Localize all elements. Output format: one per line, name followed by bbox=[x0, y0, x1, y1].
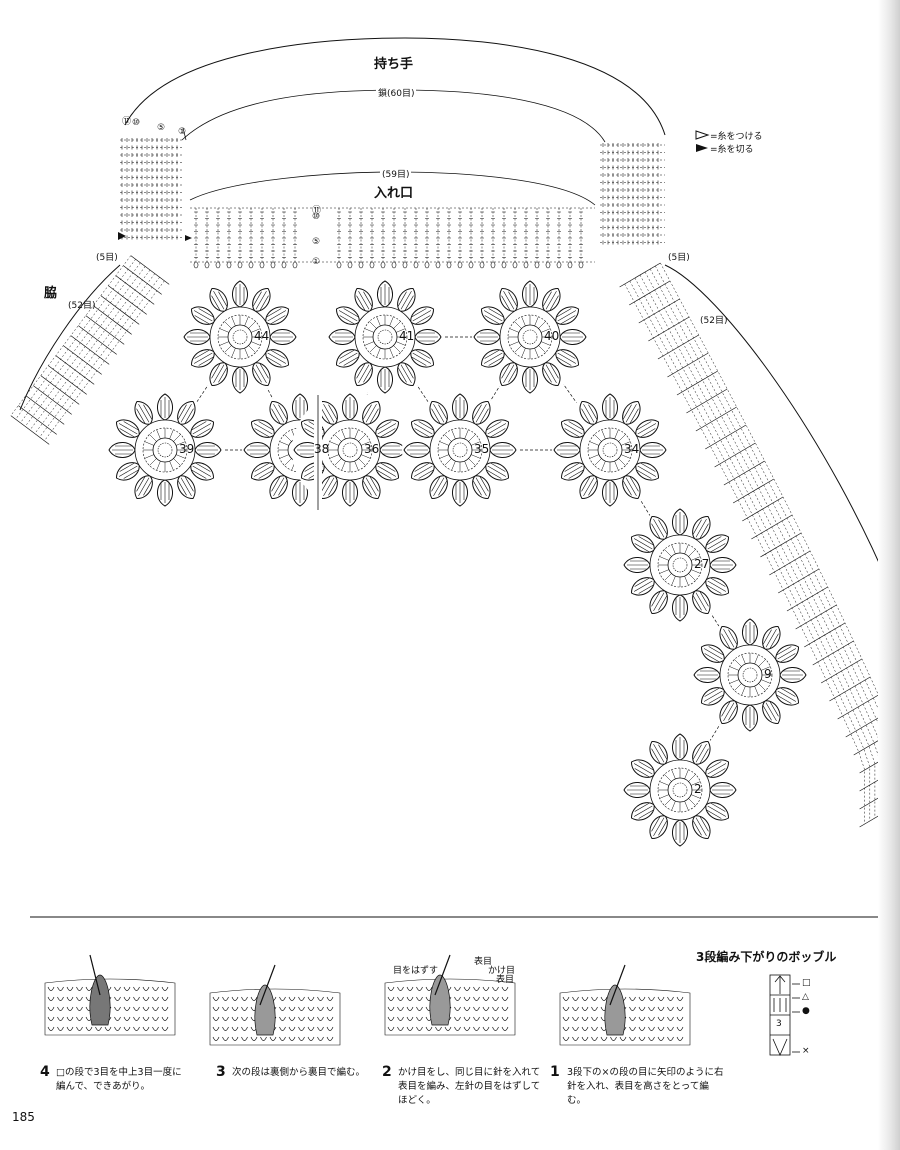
step-1-number: 1 bbox=[550, 1064, 560, 1080]
opening-count-label: (59目) bbox=[380, 167, 412, 180]
legend-cut: =糸を切る bbox=[710, 145, 754, 155]
right-side-line bbox=[664, 264, 896, 601]
step2-yo-label: かけ目 bbox=[488, 966, 516, 976]
row-mark-11: ⑪ bbox=[312, 206, 322, 216]
step-3-number: 3 bbox=[216, 1064, 226, 1080]
step2-knit2-label: 表目 bbox=[496, 975, 515, 985]
symbol-mark-3: 3 bbox=[776, 1019, 782, 1029]
handle-mark-11: ⑪ bbox=[122, 117, 132, 127]
symbol-mark-square: □ bbox=[802, 978, 811, 988]
technique-illustrations bbox=[44, 954, 691, 1046]
side-label: 脇 bbox=[44, 286, 58, 301]
flower-motif bbox=[107, 392, 223, 508]
step-1-text: 3段下の×の段の目に矢印のように右針を入れ、表目を高さをとって編む。 bbox=[567, 1067, 724, 1106]
left-side-band bbox=[10, 255, 170, 445]
left-52-label: (52目) bbox=[68, 301, 96, 311]
motif-number: 35 bbox=[474, 442, 490, 456]
page-number: 185 bbox=[12, 1110, 35, 1124]
motif-number: 40 bbox=[544, 329, 560, 343]
flower-motif bbox=[692, 617, 808, 733]
cut-marker-icon bbox=[118, 232, 126, 240]
step2-knit-label: 表目 bbox=[474, 957, 493, 967]
legend-cut-icon bbox=[696, 144, 708, 152]
motif-number: 39 bbox=[179, 442, 195, 456]
knit-swatch-illustration-3 bbox=[209, 964, 341, 1046]
handle-mark-5: ⑤ bbox=[157, 123, 166, 133]
step-2-text: かけ目をし、同じ目に針を入れて表目を編み、左針の目をはずしてほどく。 bbox=[398, 1067, 541, 1106]
row-mark-5: ⑤ bbox=[312, 237, 321, 247]
left-handle-stitch-block bbox=[120, 138, 182, 240]
flower-motif bbox=[622, 507, 738, 623]
flower-motif bbox=[552, 392, 668, 508]
handle-mark-10: ⑩ bbox=[132, 118, 141, 128]
handle-title: 持ち手 bbox=[374, 57, 414, 72]
right-52-label: (52目) bbox=[700, 316, 728, 326]
step-4-text: □の段で3目を中上3目一度に編んで、できあがり。 bbox=[56, 1067, 182, 1092]
knit-swatch-illustration-1 bbox=[559, 964, 691, 1046]
flower-motif bbox=[327, 279, 443, 395]
motif-number: 34 bbox=[624, 442, 640, 456]
flower-motif bbox=[622, 732, 738, 848]
page-edge-shadow bbox=[878, 0, 900, 1150]
motif-number: 44 bbox=[254, 329, 270, 343]
symbol-mark-dot: ● bbox=[802, 1006, 810, 1016]
knit-swatch-illustration-2 bbox=[384, 954, 516, 1036]
motif-number: 27 bbox=[694, 557, 710, 571]
flower-motif bbox=[472, 279, 588, 395]
right-side-band bbox=[619, 262, 900, 828]
left-5-label: (5目) bbox=[96, 253, 118, 263]
right-5-label: (5目) bbox=[668, 253, 690, 263]
flower-motifs bbox=[107, 279, 808, 848]
handle-outer-arc bbox=[124, 37, 666, 136]
symbol-mark-triangle: △ bbox=[802, 992, 809, 1002]
motif-number: 36 bbox=[364, 442, 380, 456]
handle-mark-1: ① bbox=[178, 127, 187, 137]
motif-number: 9 bbox=[764, 667, 772, 681]
right-handle-stitch-block bbox=[600, 143, 665, 245]
handle-chain-label: 鎖(60目) bbox=[376, 86, 417, 99]
step-2-number: 2 bbox=[382, 1064, 392, 1080]
legend-attach: =糸をつける bbox=[710, 132, 763, 142]
symbol-mark-x: × bbox=[802, 1046, 810, 1056]
flower-motif bbox=[182, 279, 298, 395]
motif-number: 41 bbox=[399, 329, 415, 343]
step-3-text: 次の段は裏側から裏目で編む。 bbox=[232, 1067, 366, 1078]
flower-motif bbox=[402, 392, 518, 508]
knit-swatch-illustration-4 bbox=[44, 954, 176, 1036]
cut-marker-icon-2 bbox=[185, 235, 192, 241]
motif-number: 38 bbox=[314, 442, 330, 456]
opening-stitch-block bbox=[190, 207, 595, 269]
flower-motif bbox=[292, 392, 408, 508]
motif-number: 2 bbox=[694, 782, 702, 796]
left-side-line bbox=[19, 264, 121, 411]
step2-remove-label: 目をはずす bbox=[393, 966, 439, 976]
row-mark-1: ① bbox=[312, 257, 321, 267]
opening-title: 入れ口 bbox=[374, 186, 414, 201]
technique-title: 3段編み下がりのボッブル bbox=[696, 950, 837, 964]
step-4-number: 4 bbox=[40, 1064, 50, 1080]
bobble-symbol-chart bbox=[769, 974, 800, 1056]
row-mark-10: ⑩ bbox=[312, 212, 321, 222]
legend-attach-icon bbox=[695, 130, 710, 140]
